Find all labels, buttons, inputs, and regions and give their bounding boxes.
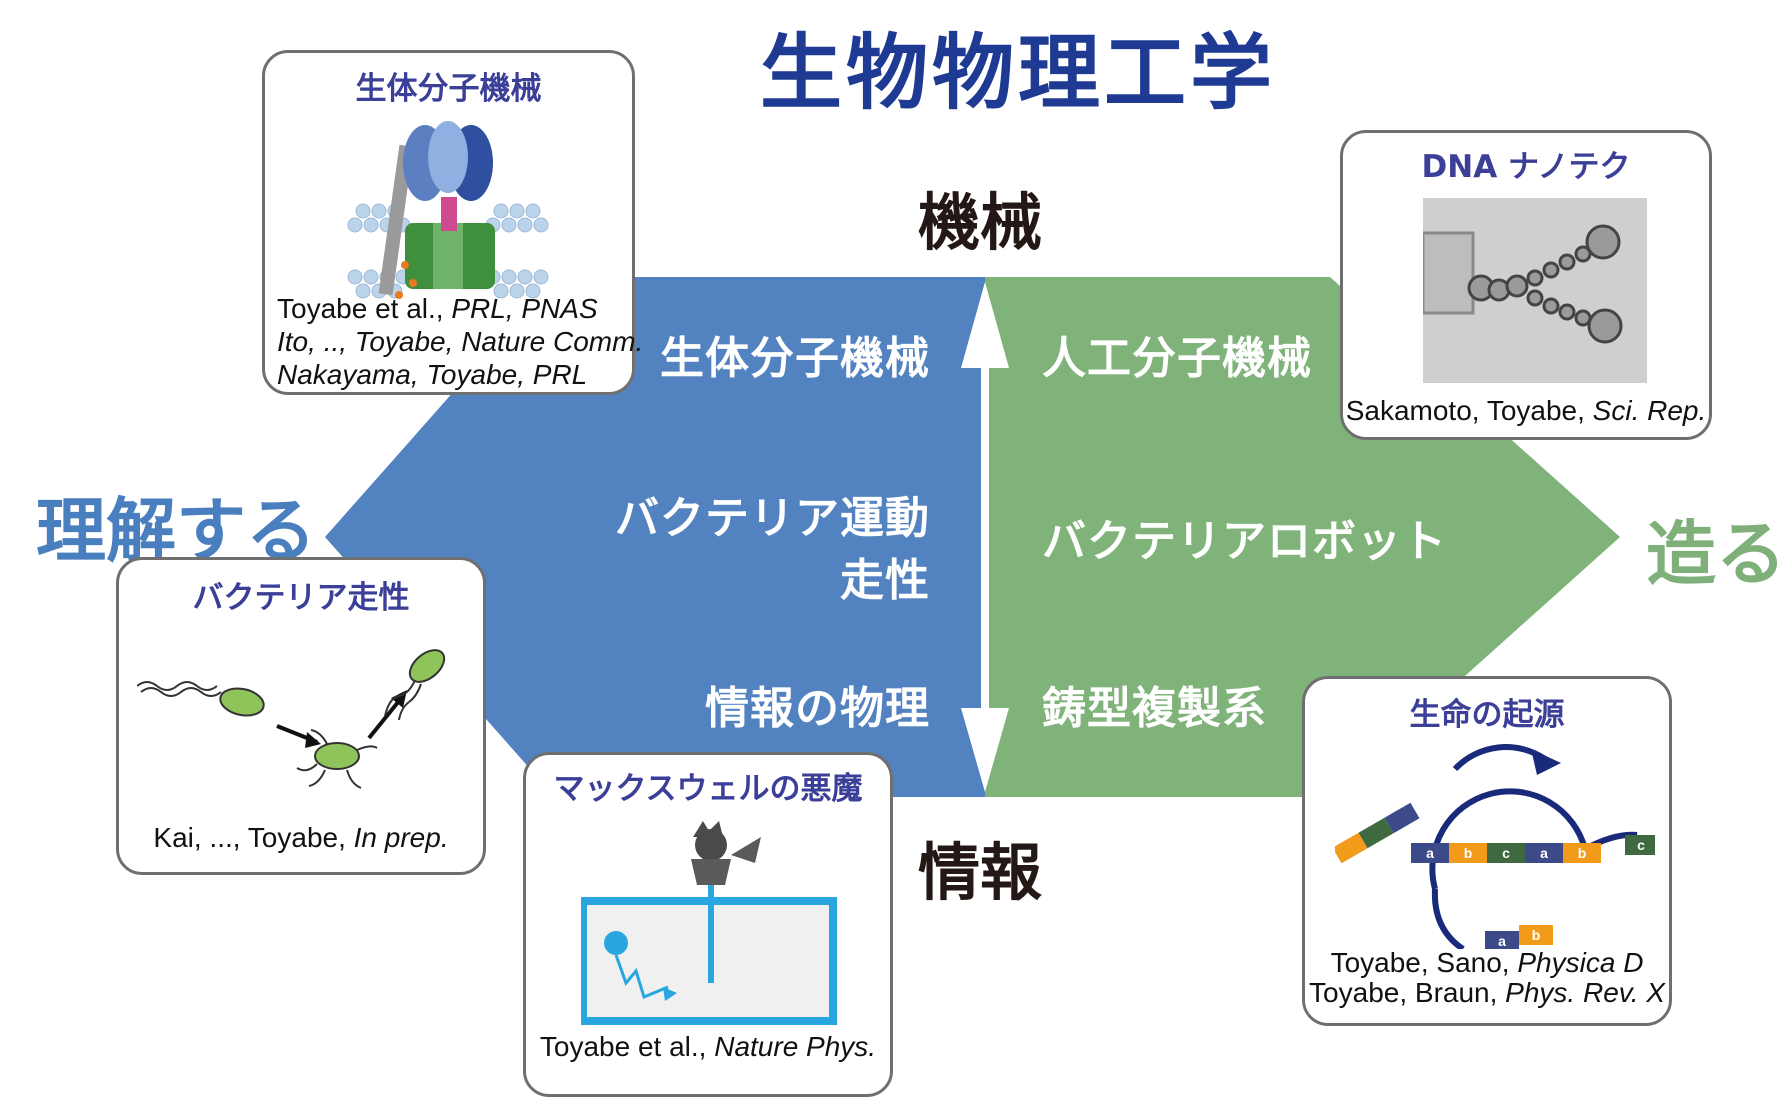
ref-line-1: Toyabe, Sano, Physica D xyxy=(1330,947,1644,978)
arrow-up-icon xyxy=(961,282,1009,368)
card-origin-of-life: 生命の起源 a b c a b c a b Toyabe, Sa xyxy=(1302,676,1672,1026)
understand-region xyxy=(325,277,985,797)
card-title: マックスウェルの悪魔 xyxy=(553,771,863,807)
axis-bottom-label: 情報 xyxy=(918,836,1043,909)
axis-top-label: 機械 xyxy=(918,186,1043,259)
right-item-bacteria-robot: バクテリアロボット xyxy=(1042,516,1447,567)
card-dna-nanotech: DNA ナノテク Sakamoto, Toyabe, Sci. Rep. xyxy=(1340,130,1712,440)
ref-line-2: Toyabe, Braun, Phys. Rev. X xyxy=(1309,977,1665,1008)
atp-synthase-illustration xyxy=(347,121,549,299)
left-item-bacterial-motility: バクテリア運動 xyxy=(615,493,930,544)
right-item-template-replication: 鋳型複製系 xyxy=(1042,683,1267,734)
ref-line: Toyabe et al., Nature Phys. xyxy=(539,1031,877,1062)
ref-line-2: Ito, .., Toyabe, Nature Comm. xyxy=(277,326,644,357)
template-replication-illustration: a b c a b c a b xyxy=(1335,744,1655,949)
tile-label-a: a xyxy=(1426,845,1434,861)
page-title: 生物物理工学 xyxy=(760,26,1277,121)
tile-label-a: a xyxy=(1498,933,1506,949)
dna-micrograph xyxy=(1423,198,1647,383)
maxwell-demon-illustration xyxy=(581,821,837,1025)
card-bacterial-chemotaxis: バクテリア走性 Kai, ..., Toyabe, In prep. xyxy=(116,557,486,875)
card-maxwells-demon: マックスウェルの悪魔 Toyabe et al., Nature Phys. xyxy=(523,752,893,1097)
ref-line: Sakamoto, Toyabe, Sci. Rep. xyxy=(1345,395,1707,426)
left-item-biomolecular-machine: 生体分子機械 xyxy=(660,333,930,384)
card-title: バクテリア走性 xyxy=(192,580,410,616)
left-item-information-physics: 情報の物理 xyxy=(705,683,930,734)
card-title: 生命の起源 xyxy=(1409,697,1565,733)
card-title: 生体分子機械 xyxy=(355,71,542,107)
ref-line-1: Toyabe et al., PRL, PNAS xyxy=(277,293,598,324)
bacteria-illustration xyxy=(137,649,446,789)
card-biomolecular-machine: 生体分子機械 Toyabe et al., PRL, PNAS Ito, ..,… xyxy=(262,50,643,395)
tile-label-a: a xyxy=(1540,845,1548,861)
tile-label-c: c xyxy=(1637,837,1645,853)
arrow-down-icon xyxy=(961,708,1009,792)
ref-line-3: Nakayama, Toyabe, PRL xyxy=(277,359,588,390)
tile-label-b: b xyxy=(1532,927,1541,943)
left-item-chemotaxis: 走性 xyxy=(840,555,930,606)
right-item-artificial-machine: 人工分子機械 xyxy=(1042,333,1312,384)
tile-label-b: b xyxy=(1464,845,1473,861)
tile-label-b: b xyxy=(1578,845,1587,861)
tile-label-c: c xyxy=(1502,845,1510,861)
card-title: DNA ナノテク xyxy=(1421,149,1631,185)
axis-right-label: 造る xyxy=(1646,513,1783,595)
ref-line: Kai, ..., Toyabe, In prep. xyxy=(153,822,449,853)
